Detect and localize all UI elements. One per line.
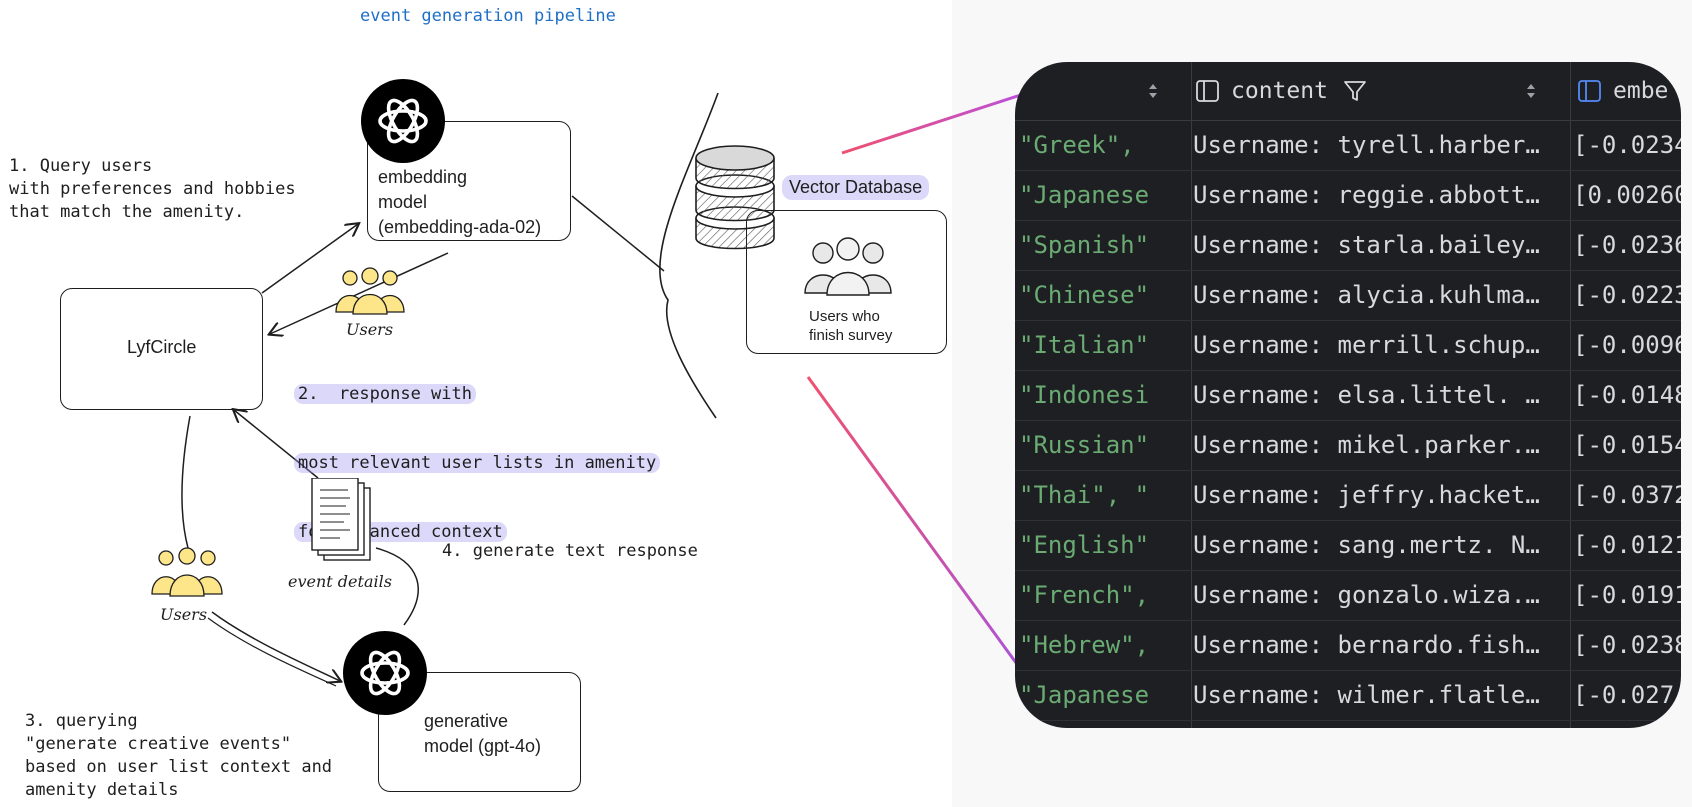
cell-language[interactable]: "French", — [1019, 581, 1150, 609]
cell-content[interactable]: Username: reggie.abbott… — [1193, 181, 1540, 209]
filter-icon[interactable] — [1342, 78, 1368, 104]
arrow-response — [270, 252, 449, 334]
column-header-content-label: content — [1231, 78, 1328, 104]
cell-embedding[interactable]: [-0.0154 — [1573, 431, 1681, 459]
users-top-label: Users — [346, 320, 394, 339]
table-row[interactable]: "Japanese Username: wilmer.flatle… [-0.027 — [1015, 670, 1681, 721]
column-icon — [1196, 80, 1219, 102]
cell-language[interactable]: "Indonesi — [1019, 381, 1150, 409]
cell-language[interactable]: "Thai", " — [1019, 481, 1150, 509]
connector-top — [841, 90, 1031, 155]
survey-users-label: Users who finish survey — [809, 308, 893, 344]
column-header-embedding-label: embe — [1613, 78, 1669, 104]
diagram-title: event generation pipeline — [360, 6, 616, 26]
lyfcircle-label: LyfCircle — [127, 337, 197, 357]
cell-content[interactable]: Username: mikel.parker.… — [1193, 431, 1540, 459]
note-query-users: 1. Query users with preferences and hobb… — [9, 156, 296, 222]
cell-language[interactable]: "Spanish" — [1019, 231, 1150, 259]
cell-content[interactable]: Username: starla.bailey… — [1193, 231, 1540, 259]
cell-embedding[interactable]: [-0.0234 — [1573, 131, 1681, 159]
table-row[interactable]: "Italian" Username: merrill.schup… [-0.009… — [1015, 320, 1681, 371]
note-querying: 3. querying "generate creative events" b… — [25, 711, 333, 800]
cell-embedding[interactable]: [-0.027 — [1573, 681, 1675, 709]
cell-language[interactable]: "Greek", — [1019, 131, 1135, 159]
embedding-model-label: embedding model (embedding-ada-02) — [378, 167, 542, 237]
document-stack-icon — [311, 478, 371, 561]
arrow-event-details — [234, 410, 319, 479]
cell-language[interactable]: "Italian" — [1019, 331, 1150, 359]
sort-icon[interactable] — [1525, 80, 1537, 102]
column-divider — [1570, 62, 1571, 728]
cell-embedding[interactable]: [-0.0191 — [1573, 581, 1681, 609]
users-group-icon — [804, 237, 892, 296]
table-row[interactable]: "Spanish" Username: starla.bailey… [-0.023… — [1015, 220, 1681, 271]
arrow-query — [261, 224, 358, 294]
line-query-users — [181, 415, 191, 549]
note-generate: 4. generate text response — [442, 541, 698, 561]
arrow-to-generative — [211, 611, 340, 681]
cell-embedding[interactable]: [0.00260 — [1573, 181, 1681, 209]
column-header-embedding[interactable]: embe — [1577, 62, 1668, 120]
cell-language[interactable]: "Hebrew", — [1019, 631, 1150, 659]
cell-embedding[interactable]: [-0.0121 — [1573, 531, 1681, 559]
cell-content[interactable]: Username: tyrell.harber… — [1193, 131, 1540, 159]
database-icon — [695, 145, 775, 250]
cell-content[interactable]: Username: bernardo.fish… — [1193, 631, 1540, 659]
cell-language[interactable]: "Japanese — [1019, 181, 1150, 209]
cell-content[interactable]: Username: wilmer.flatle… — [1193, 681, 1540, 709]
note-response-line-2: most relevant user lists in amenity — [294, 453, 661, 473]
table-header: content embe — [1015, 62, 1681, 121]
cell-embedding[interactable]: [-0.0372 — [1573, 481, 1681, 509]
column-divider — [1191, 62, 1192, 728]
cell-content[interactable]: Username: sang.mertz. N… — [1193, 531, 1540, 559]
cell-content[interactable]: Username: gonzalo.wiza.… — [1193, 581, 1540, 609]
embedding-model-node: embedding model (embedding-ada-02) — [367, 121, 571, 241]
line-generative-up — [375, 547, 419, 626]
lyfcircle-node: LyfCircle — [60, 288, 263, 410]
cell-content[interactable]: Username: merrill.schup… — [1193, 331, 1540, 359]
table-row[interactable]: "Thai", " Username: jeffry.hacket… [-0.037… — [1015, 470, 1681, 521]
openai-icon — [343, 631, 427, 715]
cell-language[interactable]: "Russian" — [1019, 431, 1150, 459]
cell-language[interactable]: "Chinese" — [1019, 281, 1150, 309]
generative-model-label: generative model (gpt-4o) — [424, 711, 542, 756]
openai-icon — [361, 79, 445, 163]
table-row[interactable]: "Indonesi Username: elsa.littel. … [-0.014… — [1015, 370, 1681, 421]
cell-content[interactable]: Username: jeffry.hacket… — [1193, 481, 1540, 509]
generative-model-node: generative model (gpt-4o) — [378, 672, 581, 792]
cell-content[interactable]: Username: elsa.littel. … — [1193, 381, 1540, 409]
users-group-icon — [151, 547, 223, 597]
cell-embedding[interactable]: [-0.0238 — [1573, 631, 1681, 659]
survey-users-node: Users who finish survey — [746, 210, 947, 354]
column-header-content[interactable]: content — [1195, 62, 1368, 120]
event-details-label: event details — [288, 572, 392, 591]
users-group-icon — [335, 267, 405, 315]
cell-embedding[interactable]: [-0.0096 — [1573, 331, 1681, 359]
table-row[interactable]: "Hebrew", Username: bernardo.fish… [-0.023… — [1015, 620, 1681, 671]
table-row[interactable]: "English" Username: sang.mertz. N… [-0.012… — [1015, 520, 1681, 571]
sort-icon[interactable] — [1147, 80, 1159, 102]
line-embedding-db — [571, 195, 665, 272]
cell-embedding[interactable]: [-0.0148 — [1573, 381, 1681, 409]
cell-embedding[interactable]: [-0.0236 — [1573, 231, 1681, 259]
cell-language[interactable]: "Japanese — [1019, 681, 1150, 709]
vector-db-divider — [659, 92, 719, 419]
table-row[interactable]: "French", Username: gonzalo.wiza.… [-0.019… — [1015, 570, 1681, 621]
table-row[interactable]: "Greek", Username: tyrell.harber… [-0.0234 — [1015, 120, 1681, 171]
cell-language[interactable]: "English" — [1019, 531, 1150, 559]
column-icon — [1578, 80, 1601, 102]
note-response-line-1: 2. response with — [294, 384, 476, 404]
cell-embedding[interactable]: [-0.0223 — [1573, 281, 1681, 309]
users-bottom-label: Users — [160, 605, 208, 624]
table-row[interactable]: "Japanese Username: reggie.abbott… [0.0026… — [1015, 170, 1681, 221]
vector-db-label: Vector Database — [782, 175, 930, 200]
cell-content[interactable]: Username: alycia.kuhlma… — [1193, 281, 1540, 309]
table-row[interactable]: "Russian" Username: mikel.parker.… [-0.015… — [1015, 420, 1681, 471]
embedding-table-panel: content embe "Greek", Username: tyrell.ha… — [1015, 62, 1681, 728]
table-row[interactable]: "Chinese" Username: alycia.kuhlma… [-0.022… — [1015, 270, 1681, 321]
